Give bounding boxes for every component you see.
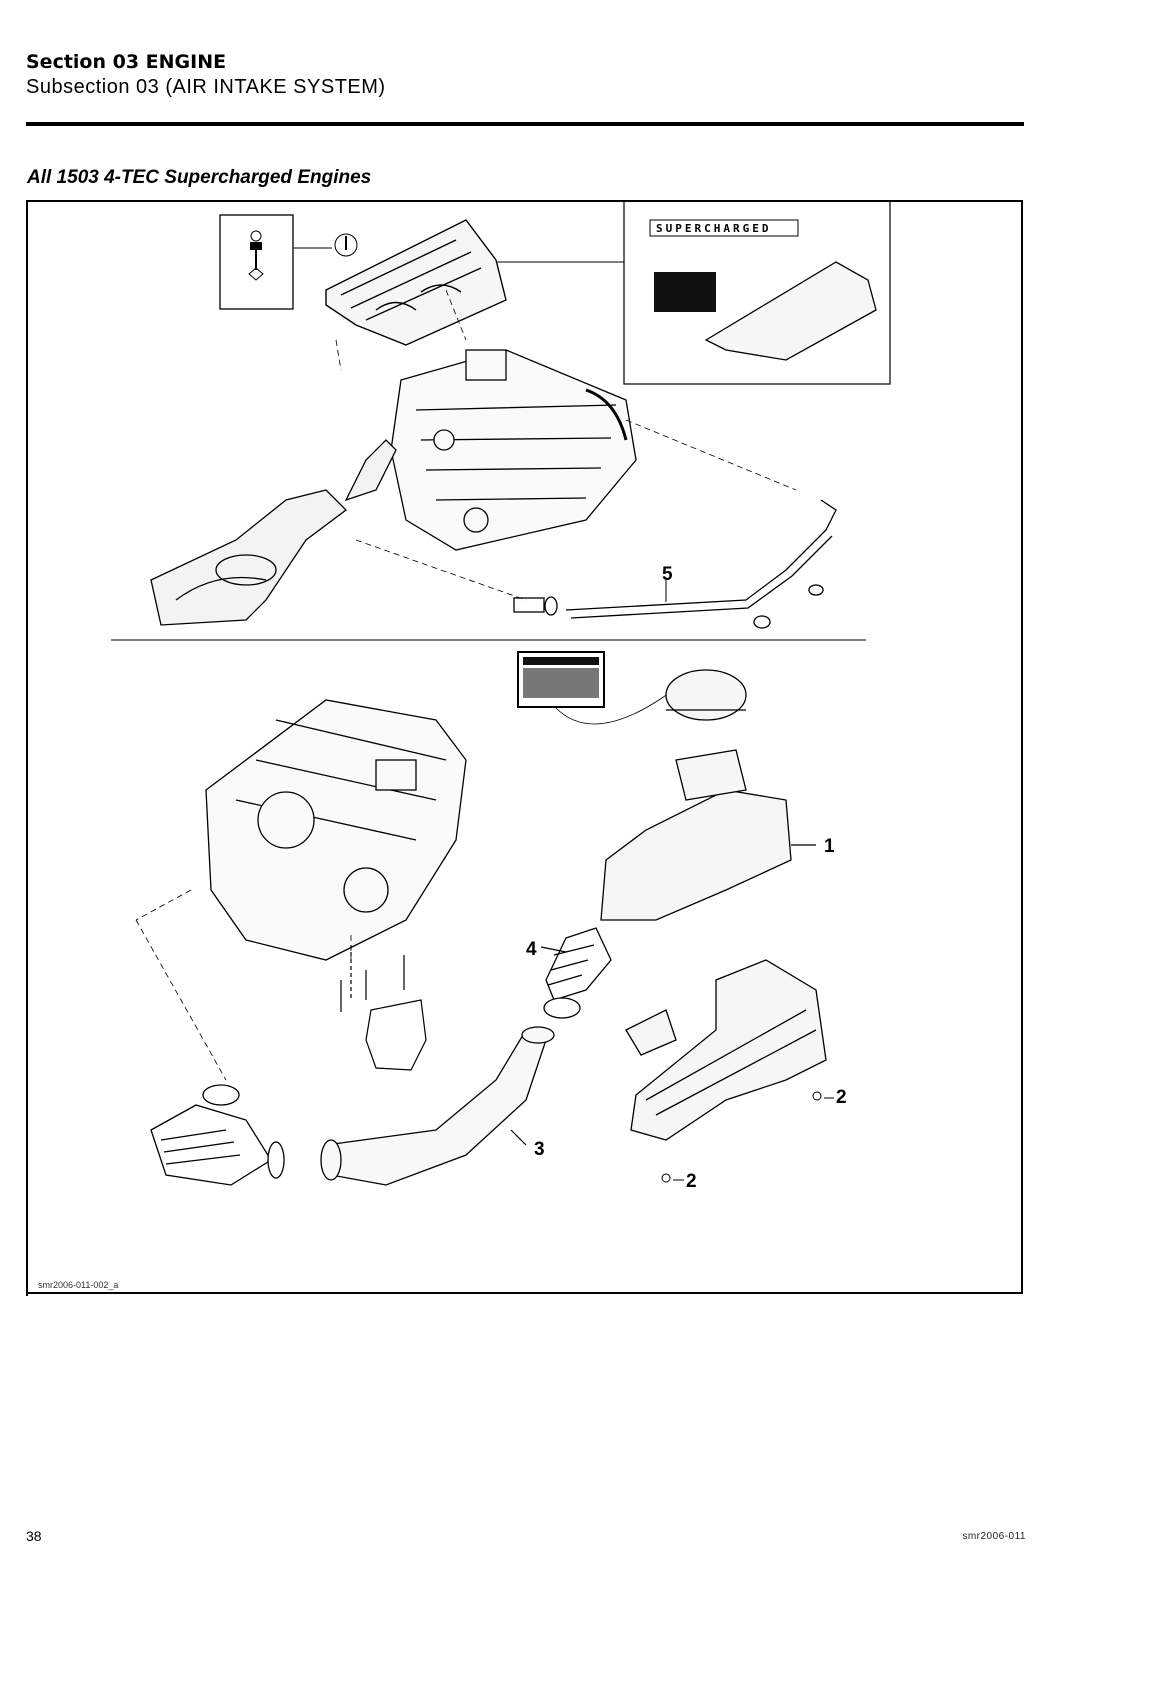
document-code: smr2006-011 <box>962 1531 1026 1542</box>
exploded-parts-diagram: SUPERCHARGED <box>26 200 1023 1295</box>
page-header: Section 03 ENGINE Subsection 03 (AIR INT… <box>26 50 386 100</box>
flex-intake-hose <box>151 1085 284 1185</box>
callout-5: 5 <box>662 564 673 585</box>
air-intake-upper <box>151 440 396 625</box>
intake-duct <box>321 1027 554 1185</box>
intake-coupling <box>544 928 611 1018</box>
decal-inset: SUPERCHARGED <box>496 200 890 384</box>
header-rule <box>26 122 1024 126</box>
callout-1: 1 <box>824 836 835 857</box>
fastener-2-upper <box>813 1092 834 1100</box>
engine-cover <box>326 220 506 345</box>
page-number: 38 <box>26 1528 42 1544</box>
figure-reference: smr2006-011-002_a <box>38 1280 118 1290</box>
callout-3: 3 <box>534 1139 545 1160</box>
figure-caption: All 1503 4-TEC Supercharged Engines <box>27 167 371 189</box>
fastener-2-lower <box>662 1174 684 1182</box>
intake-silencer <box>601 670 791 920</box>
section-title: Section 03 ENGINE <box>26 50 386 74</box>
airbox-lower <box>626 960 826 1140</box>
callout-2-upper: 2 <box>836 1087 847 1108</box>
upper-engine-assembly <box>391 350 636 550</box>
callout-4: 4 <box>526 939 537 960</box>
caution-label <box>518 652 676 724</box>
lower-engine-assembly <box>206 700 466 960</box>
callout-2-lower: 2 <box>686 1171 697 1192</box>
subsection-title: Subsection 03 (AIR INTAKE SYSTEM) <box>26 74 386 100</box>
mounting-bracket <box>341 945 426 1070</box>
supercharged-decal: SUPERCHARGED <box>656 222 771 235</box>
